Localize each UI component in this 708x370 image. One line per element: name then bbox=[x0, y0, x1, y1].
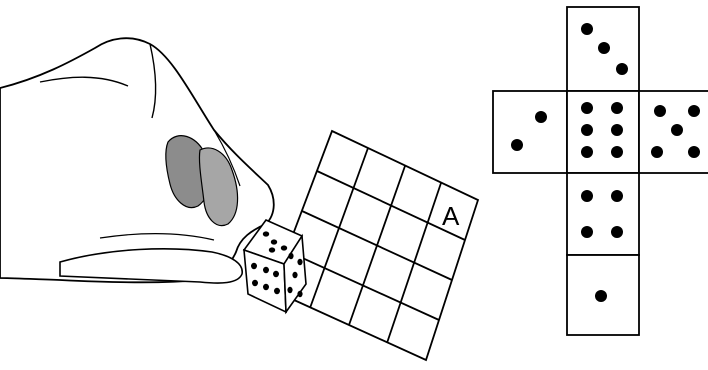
pip bbox=[598, 42, 610, 54]
die-3d bbox=[244, 220, 306, 312]
pip bbox=[581, 190, 593, 202]
pip bbox=[535, 111, 547, 123]
pip bbox=[611, 146, 623, 158]
net-face-left bbox=[493, 91, 567, 173]
hand-outline bbox=[0, 38, 274, 282]
pip bbox=[581, 23, 593, 35]
pip bbox=[595, 290, 607, 302]
net-face-center bbox=[567, 91, 639, 173]
pip bbox=[611, 226, 623, 238]
pip bbox=[651, 146, 663, 158]
hand bbox=[0, 38, 274, 283]
pip bbox=[611, 190, 623, 202]
pip bbox=[511, 139, 523, 151]
pip bbox=[611, 102, 623, 114]
pip bbox=[671, 124, 683, 136]
die-net bbox=[493, 7, 708, 335]
pip bbox=[616, 63, 628, 75]
pip bbox=[654, 105, 666, 117]
pip bbox=[611, 124, 623, 136]
grid-corner-letter: A bbox=[442, 201, 460, 231]
hand-with-die-scene: A bbox=[0, 38, 478, 360]
pip bbox=[581, 226, 593, 238]
pip bbox=[581, 124, 593, 136]
pip bbox=[688, 146, 700, 158]
net-face-lower-middle bbox=[567, 173, 639, 255]
pip bbox=[688, 105, 700, 117]
pip bbox=[581, 102, 593, 114]
pip bbox=[581, 146, 593, 158]
